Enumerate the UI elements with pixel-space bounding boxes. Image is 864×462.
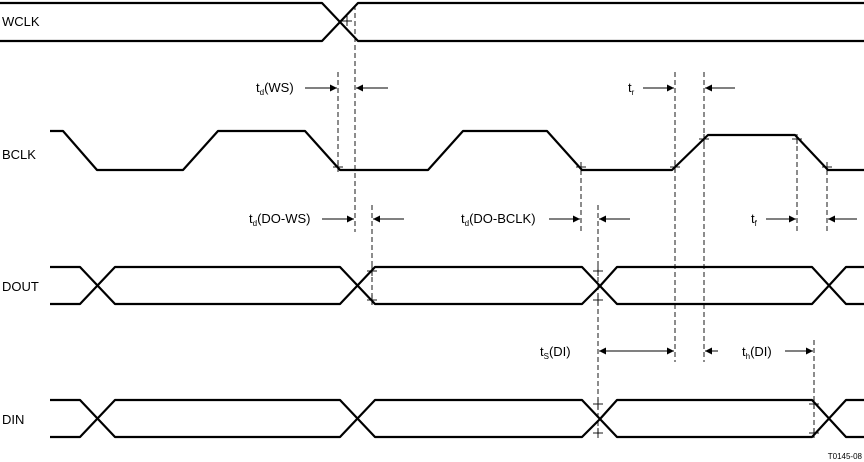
tf-label: tf bbox=[751, 211, 758, 228]
bclk-waveform bbox=[50, 129, 864, 172]
crosshair-markers bbox=[333, 16, 832, 438]
din-label: DIN bbox=[2, 412, 24, 427]
ts-di-label: tS(DI) bbox=[540, 344, 571, 361]
wclk-label: WCLK bbox=[2, 14, 40, 29]
dout-label: DOUT bbox=[2, 279, 39, 294]
th-di-label: th(DI) bbox=[742, 344, 772, 361]
figure-id: T0145-08 bbox=[828, 452, 863, 461]
bclk-label: BCLK bbox=[2, 147, 36, 162]
td-do-ws-label: td(DO-WS) bbox=[249, 211, 311, 228]
dout-waveform bbox=[50, 265, 864, 306]
din-waveform bbox=[50, 398, 864, 439]
wclk-waveform bbox=[0, 1, 864, 43]
timing-arrows bbox=[305, 84, 857, 355]
td-ws-label: td(WS) bbox=[256, 80, 294, 97]
tr-label: tr bbox=[628, 80, 635, 97]
td-do-bclk-label: td(DO-BCLK) bbox=[461, 211, 536, 228]
reference-lines bbox=[337, 5, 828, 437]
